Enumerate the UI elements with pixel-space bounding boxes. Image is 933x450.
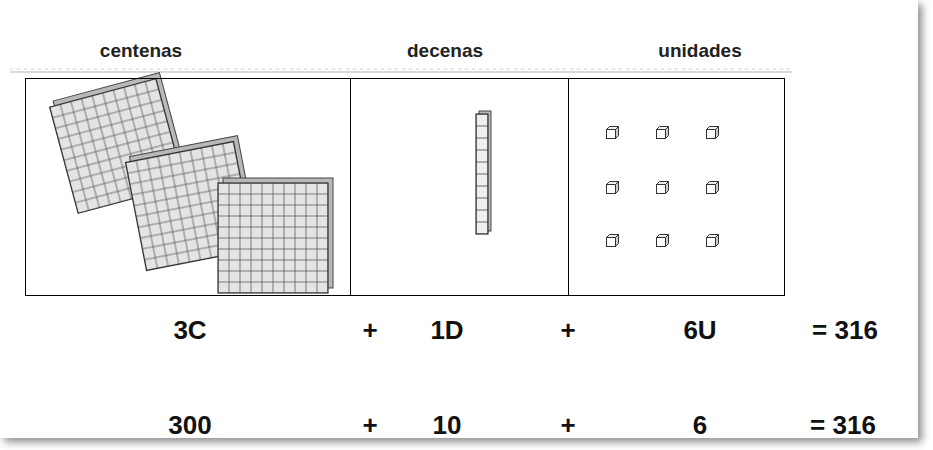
equation-term: 6U [683,315,716,346]
column-header: unidades [658,40,741,63]
ten-rod [476,111,491,234]
equation-term: 300 [168,410,211,441]
unit-cube [707,235,719,247]
unit-cubes [607,127,719,247]
unit-cube [607,235,619,247]
equation-term: + [560,315,575,346]
unit-cube [607,182,619,194]
unit-cube [657,235,669,247]
unit-cube [707,127,719,139]
hundred-flat [218,178,333,293]
equation-term: = 316 [812,315,878,346]
column-header: centenas [100,40,182,63]
unit-cube [657,127,669,139]
place-value-cell: decenas [350,78,569,296]
unit-cube [657,182,669,194]
unit-cube [607,127,619,139]
equation-term: 1D [430,315,463,346]
divider-line [10,72,792,73]
unit-cube [707,182,719,194]
equation-term: + [362,315,377,346]
place-value-cell: unidades [568,78,785,296]
equation-term: 10 [433,410,462,441]
rod-face [476,114,488,234]
equation-term: 6 [693,410,707,441]
equation-term: = 316 [810,410,876,441]
divider-dashes [10,69,792,70]
flat-face [218,183,328,293]
equation-term: + [560,410,575,441]
column-header: decenas [407,40,483,63]
equation-term: + [362,410,377,441]
equation-term: 3C [173,315,206,346]
place-value-cell: centenas [25,78,351,296]
